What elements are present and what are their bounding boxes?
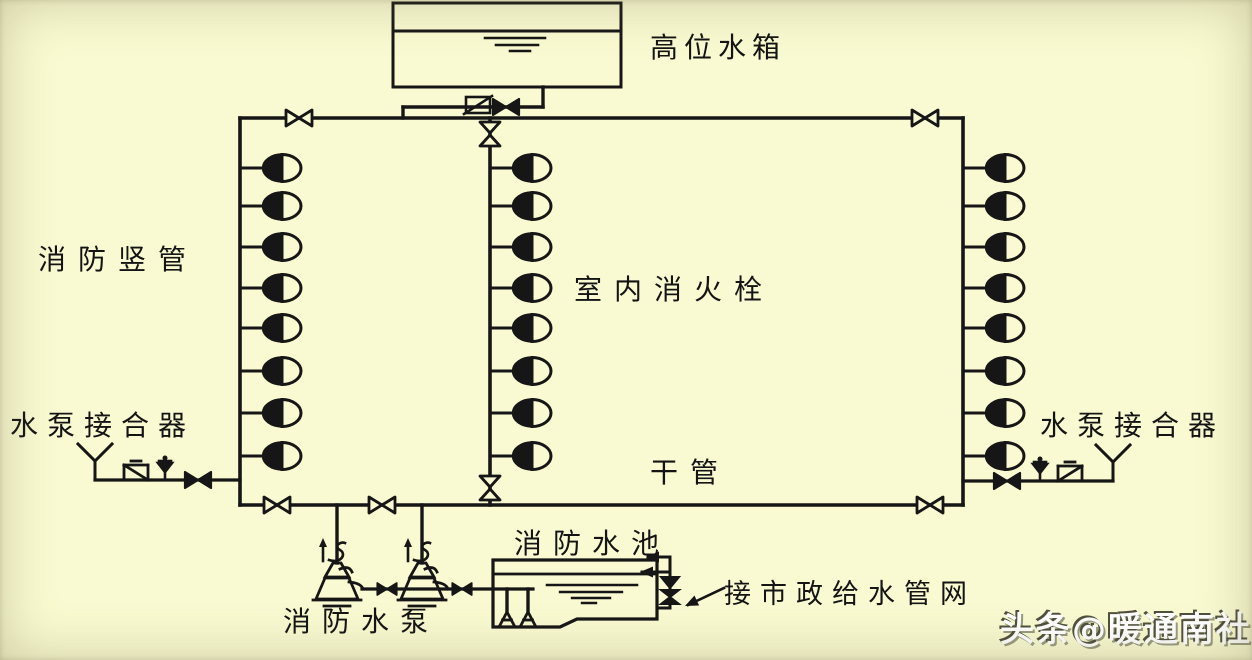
fire-hydrant-icon [961, 273, 1026, 303]
fire-pump-assembly [311, 503, 535, 608]
fire-hydrant-icon [488, 232, 553, 262]
main-pipe-label: 干管 [650, 456, 730, 489]
center-riser-hydrants [488, 153, 553, 471]
flow-arrow-icon [638, 565, 655, 579]
fire-hydrant-icon [961, 313, 1026, 343]
flow-arrow-icon [681, 594, 701, 613]
fire-hydrant-icon [488, 153, 553, 183]
siamese-connection-icon [1094, 443, 1132, 483]
right-riser-hydrants [961, 153, 1026, 471]
gate-valve-icon [491, 97, 521, 117]
elevated-tank-label: 高位水箱 [650, 31, 786, 64]
riser-valve-icon [478, 120, 502, 148]
fire-hydrant-icon [961, 232, 1026, 262]
fire-pool [491, 558, 659, 629]
gate-valve-icon [915, 495, 945, 515]
fire-hydrant-icon [961, 191, 1026, 221]
fire-hydrant-icon [238, 232, 303, 262]
svg-text:头条@暖通南社: 头条@暖通南社 [1000, 610, 1252, 650]
gate-valve-icon [284, 108, 314, 128]
municipal-inlet-label: 接市政给水管网 [724, 579, 976, 610]
foot-valve-strainer-icon [494, 587, 520, 629]
drain-valve-icon [156, 454, 174, 482]
svg-text:头条@暖通南社: 头条@暖通南社 [1002, 612, 1252, 652]
svg-text:头条@暖通南社: 头条@暖通南社 [998, 608, 1250, 648]
fire-hydrant-icon [238, 153, 303, 183]
fire-hydrant-icon [238, 273, 303, 303]
elevated-tank [391, 1, 623, 89]
fire-hydrant-icon [238, 441, 303, 471]
pump-adapter-label-right: 水泵接合器 [1040, 409, 1225, 442]
fire-hydrant-icon [488, 398, 553, 428]
siamese-connection-icon [76, 442, 114, 482]
gate-valve-icon [910, 108, 940, 128]
check-valve-icon [1056, 460, 1084, 483]
fire-hydrant-icon [238, 313, 303, 343]
fire-hydrant-icon [488, 191, 553, 221]
fire-hydrant-icon [488, 273, 553, 303]
check-valve-icon [122, 459, 150, 482]
riser-valve-icon [478, 474, 502, 502]
fire-hydrant-icon [238, 398, 303, 428]
pipe-loop [238, 116, 965, 507]
fire-hydrant-icon [961, 356, 1026, 386]
gate-valve-icon [367, 495, 397, 515]
foot-valve-strainer-icon [515, 587, 541, 629]
pump-icon [311, 561, 365, 608]
gate-valve-icon [992, 471, 1022, 491]
fire-riser-label: 消防竖管 [38, 243, 198, 276]
fire-hydrant-icon [961, 153, 1026, 183]
water-level-icon [483, 36, 547, 53]
pump-icon [396, 561, 450, 608]
fire-hydrant-icon [488, 313, 553, 343]
check-valve-icon [462, 94, 494, 116]
check-valve-icon [402, 536, 432, 563]
check-valve-icon [317, 536, 347, 563]
fire-hydrant-icon [238, 356, 303, 386]
drain-valve-icon [1031, 455, 1049, 483]
fire-pool-label: 消防水池 [514, 527, 670, 560]
right-pump-adapter-branch [961, 443, 1132, 491]
gate-valve-icon [262, 495, 292, 515]
pump-adapter-label-left: 水泵接合器 [10, 409, 195, 442]
fire-hydrant-icon [961, 441, 1026, 471]
float-valve-icon [658, 576, 682, 590]
fire-hydrant-icon [961, 398, 1026, 428]
fire-hydrant-icon [488, 356, 553, 386]
indoor-hydrant-label: 室内消火栓 [574, 273, 774, 306]
fire-pump-label: 消防水泵 [283, 605, 439, 638]
gate-valve-icon [376, 582, 398, 596]
fire-hydrant-icon [488, 441, 553, 471]
left-pump-adapter-branch [76, 442, 242, 490]
left-riser-hydrants [238, 153, 303, 471]
municipal-inlet-pipe [638, 550, 726, 613]
water-level-icon [558, 590, 624, 605]
gate-valve-icon [451, 582, 473, 596]
fire-hydrant-icon [238, 191, 303, 221]
gate-valve-icon [183, 470, 213, 490]
watermark-text: 头条@暖通南社 头条@暖通南社 头条@暖通南社 [998, 608, 1252, 652]
check-valve-icon [658, 589, 682, 605]
